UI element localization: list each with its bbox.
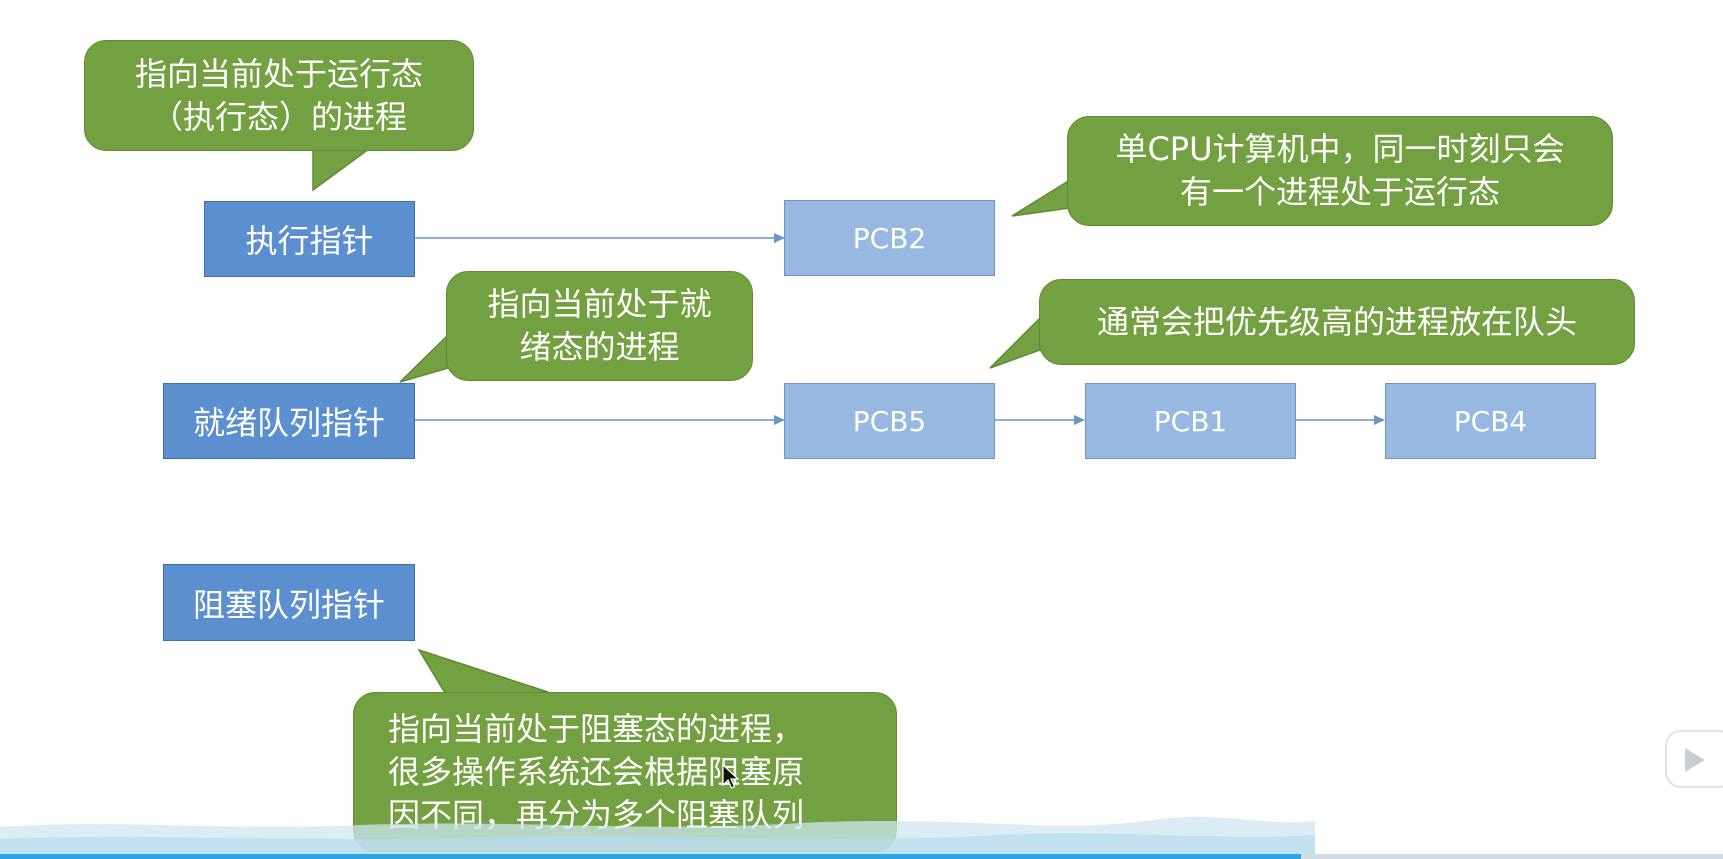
callout-priority-head-line-1: 通常会把优先级高的进程放在队头 [1096, 302, 1577, 341]
callout-ready-pointer: 指向当前处于就 绪态的进程 [446, 271, 753, 381]
callout-running-pointer-line-2: （执行态）的进程 [150, 97, 407, 136]
blocked-queue-pointer-box: 阻塞队列指针 [163, 564, 415, 641]
callout-tail-single-cpu [1011, 178, 1071, 217]
callout-tail-priority-head [989, 316, 1041, 369]
callout-ready-pointer-line-1: 指向当前处于就 [487, 285, 712, 323]
bottom-wave-decoration [0, 816, 1315, 859]
callout-blocked-pointer-line-2: 很多操作系统还会根据阻塞原 [388, 752, 805, 791]
pcb-ready-pcb4: PCB4 [1385, 383, 1596, 459]
callout-single-cpu-line-2: 有一个进程处于运行态 [1179, 173, 1500, 211]
callout-blocked-pointer-line-1: 指向当前处于阻塞态的进程， [388, 709, 805, 748]
callout-running-pointer: 指向当前处于运行态 （执行态）的进程 [84, 40, 474, 151]
callout-ready-pointer-line-2: 绪态的进程 [519, 328, 680, 366]
callout-tail-blocked-pointer [417, 648, 549, 699]
pcb-ready-pcb1: PCB1 [1085, 383, 1296, 459]
pcb-ready-pcb5: PCB5 [784, 383, 995, 459]
play-icon [1685, 748, 1705, 772]
play-button[interactable] [1665, 730, 1723, 788]
callout-priority-head: 通常会把优先级高的进程放在队头 [1039, 279, 1635, 365]
video-progress-fill [0, 854, 1301, 859]
callout-single-cpu: 单CPU计算机中，同一时刻只会 有一个进程处于运行态 [1067, 116, 1613, 226]
video-progress-bar[interactable] [0, 854, 1723, 859]
callout-tail-running-pointer [312, 145, 376, 192]
callout-running-pointer-line-1: 指向当前处于运行态 [134, 54, 423, 93]
mouse-cursor-icon [722, 764, 740, 789]
ready-queue-pointer-box: 就绪队列指针 [163, 383, 415, 459]
callout-single-cpu-line-1: 单CPU计算机中，同一时刻只会 [1115, 130, 1565, 168]
running-pointer-box: 执行指针 [204, 201, 415, 277]
callout-tail-ready-pointer [399, 333, 449, 383]
pcb-running-pcb2: PCB2 [784, 200, 995, 276]
